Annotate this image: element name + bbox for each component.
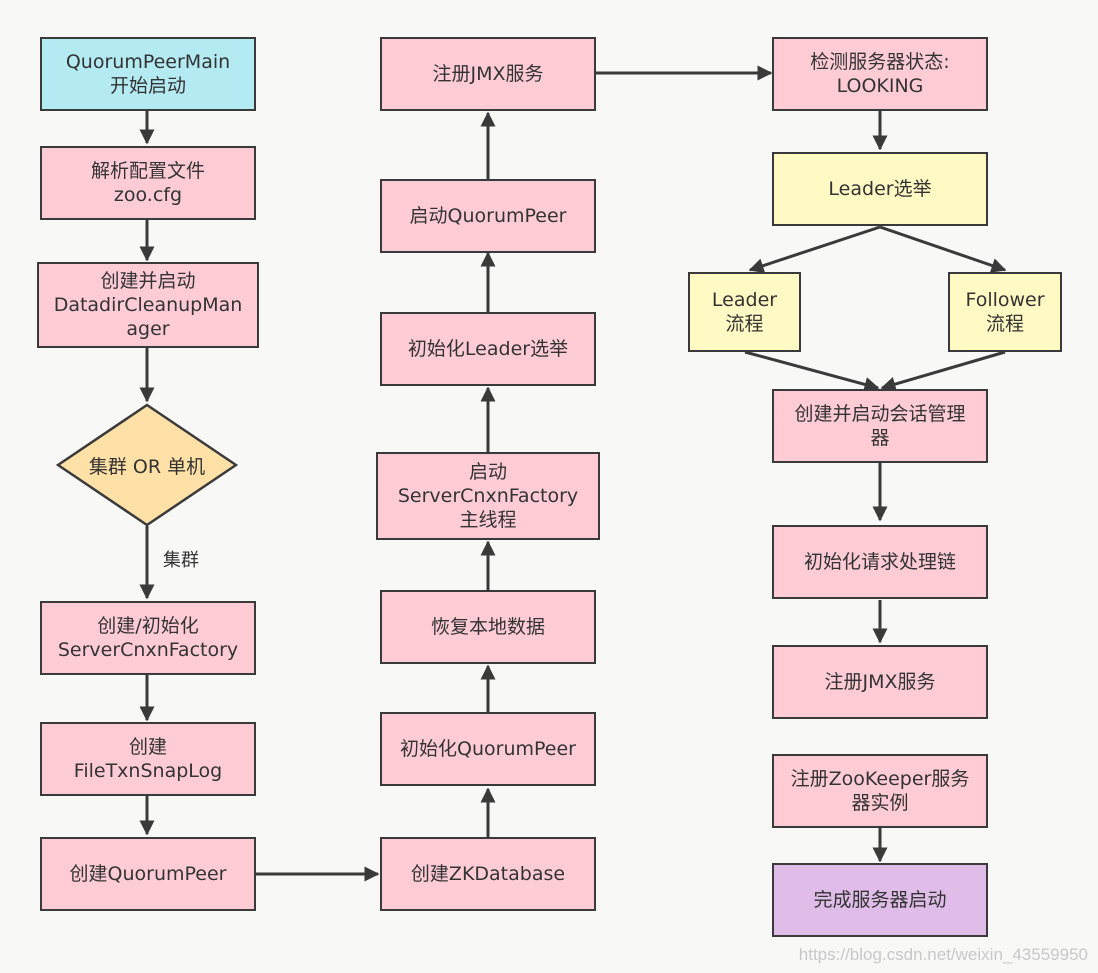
edge-follower-to-session — [880, 350, 1006, 392]
node-leader-election: Leader选举 — [772, 152, 988, 226]
node-start: QuorumPeerMain 开始启动 — [40, 37, 256, 111]
node-register-jmx-2-label: 注册JMX服务 — [824, 671, 936, 693]
node-detect-state-label: 检测服务器状态: LOOKING — [810, 51, 950, 97]
edge-label-cluster: 集群 — [163, 550, 199, 571]
node-create-cnxn-factory-label: 创建/初始化 ServerCnxnFactory — [57, 615, 239, 661]
node-parse-config-label: 解析配置文件 zoo.cfg — [90, 160, 205, 206]
edge-leader-to-session — [744, 350, 880, 392]
node-create-snaplog-label: 创建 FileTxnSnapLog — [73, 736, 223, 782]
node-decision-label: 集群 OR 单机 — [88, 455, 206, 478]
node-restore-data-label: 恢复本地数据 — [430, 616, 545, 638]
node-request-chain-label: 初始化请求处理链 — [803, 551, 956, 573]
node-follower-flow: Follower 流程 — [948, 272, 1062, 352]
node-register-zk-instance-label: 注册ZooKeeper服务 器实例 — [790, 768, 970, 814]
node-register-jmx-1: 注册JMX服务 — [380, 37, 596, 111]
node-leader-flow: Leader 流程 — [688, 272, 801, 352]
node-start-quorum-peer-label: 启动QuorumPeer — [409, 205, 567, 227]
watermark: https://blog.csdn.net/weixin_43559950 — [798, 945, 1088, 964]
node-session-manager: 创建并启动会话管理 器 — [772, 389, 988, 463]
node-start-quorum-peer: 启动QuorumPeer — [380, 179, 596, 253]
node-create-zkdatabase-label: 创建ZKDatabase — [410, 863, 566, 885]
node-parse-config: 解析配置文件 zoo.cfg — [40, 146, 256, 220]
node-request-chain: 初始化请求处理链 — [772, 525, 988, 599]
node-cleanup-manager-label: 创建并启动 DatadirCleanupMan ager — [53, 270, 243, 340]
node-register-jmx-2: 注册JMX服务 — [772, 645, 988, 719]
node-follower-flow-label: Follower 流程 — [965, 289, 1045, 335]
node-init-quorum-peer: 初始化QuorumPeer — [380, 712, 596, 786]
edge-election-to-leader — [748, 225, 881, 273]
node-session-manager-label: 创建并启动会话管理 器 — [794, 403, 966, 449]
node-start-cnxn-thread: 启动 ServerCnxnFactory 主线程 — [376, 452, 600, 540]
node-init-quorum-peer-label: 初始化QuorumPeer — [400, 738, 576, 760]
node-leader-election-label: Leader选举 — [828, 178, 932, 200]
node-init-leader-election-label: 初始化Leader选举 — [407, 338, 569, 360]
node-create-quorum-peer-label: 创建QuorumPeer — [69, 863, 227, 885]
node-create-zkdatabase: 创建ZKDatabase — [380, 837, 596, 911]
node-init-leader-election: 初始化Leader选举 — [380, 312, 596, 386]
node-create-cnxn-factory: 创建/初始化 ServerCnxnFactory — [40, 601, 256, 675]
node-create-snaplog: 创建 FileTxnSnapLog — [40, 722, 256, 796]
node-leader-flow-label: Leader 流程 — [711, 289, 778, 335]
node-finish-label: 完成服务器启动 — [813, 889, 947, 911]
node-finish: 完成服务器启动 — [772, 863, 988, 937]
node-register-zk-instance: 注册ZooKeeper服务 器实例 — [772, 754, 988, 828]
node-start-cnxn-thread-label: 启动 ServerCnxnFactory 主线程 — [397, 461, 579, 531]
decision-diamond-shape — [56, 403, 238, 527]
node-register-jmx-1-label: 注册JMX服务 — [432, 63, 544, 85]
node-start-label: QuorumPeerMain 开始启动 — [65, 51, 231, 97]
node-detect-state: 检测服务器状态: LOOKING — [772, 37, 988, 111]
edge-election-to-follower — [879, 225, 1007, 273]
node-create-quorum-peer: 创建QuorumPeer — [40, 837, 256, 911]
node-restore-data: 恢复本地数据 — [380, 590, 596, 664]
node-cleanup-manager: 创建并启动 DatadirCleanupMan ager — [37, 262, 259, 348]
node-decision: 集群 OR 单机 — [56, 403, 238, 527]
